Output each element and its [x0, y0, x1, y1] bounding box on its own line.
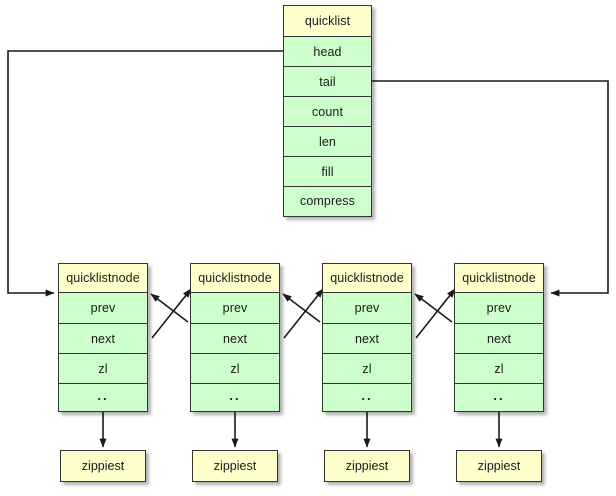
quicklistnode-2-field-next: next [191, 323, 279, 353]
edge-prev-4-3 [414, 293, 453, 323]
quicklistnode-1-field-prev: prev [59, 292, 147, 323]
quicklistnode-2-field-next-label: next [222, 331, 248, 346]
quicklistnode-3-field-prev-label: prev [354, 301, 380, 315]
zippiest-box-4: zippiest [456, 450, 542, 482]
edge-tail-pointer [372, 80, 609, 297]
quicklistnode-2-field-zl: zl [191, 353, 279, 383]
quicklistnode-2-field-prev-label: prev [222, 301, 248, 315]
edge-head-pointer [7, 50, 283, 297]
quicklistnode-3-field-next-label: next [354, 331, 380, 346]
quicklist-field-count: count [284, 96, 371, 126]
quicklist-field-tail: tail [284, 66, 371, 96]
quicklistnode-4-field-zl: zl [455, 353, 543, 383]
quicklist-field-head: head [284, 36, 371, 66]
quicklistnode-1-header: quicklistnode [59, 264, 147, 292]
quicklist-field-len: len [284, 126, 371, 156]
quicklistnode-2-header-label: quicklistnode [198, 271, 272, 285]
quicklistnode-2-field-prev: prev [191, 292, 279, 323]
quicklist-header: quicklist [284, 6, 371, 36]
quicklist-field-len-label: len [319, 134, 336, 149]
quicklist-field-fill-label: fill [321, 164, 334, 179]
quicklistnode-4-header-label: quicklistnode [462, 271, 536, 285]
quicklistnode-1-header-label: quicklistnode [66, 271, 140, 285]
quicklistnode-2-field-more: .. [191, 383, 279, 411]
quicklistnode-3-field-more-label: .. [361, 388, 373, 403]
quicklistnode-4-field-prev: prev [455, 292, 543, 323]
quicklistnode-1-field-prev-label: prev [90, 301, 116, 315]
quicklistnode-2: quicklistnode prev next zl .. [190, 263, 280, 412]
edge-next-3-4 [415, 288, 456, 339]
edge-prev-3-2 [282, 293, 321, 323]
quicklistnode-4-field-more-label: .. [493, 388, 505, 403]
quicklistnode-1-field-next: next [59, 323, 147, 353]
quicklistnode-1-field-zl: zl [59, 353, 147, 383]
zippiest-box-3: zippiest [324, 450, 410, 482]
quicklistnode-4-field-next: next [455, 323, 543, 353]
quicklistnode-1-field-more-label: .. [97, 388, 109, 403]
zippiest-box-1: zippiest [60, 450, 146, 482]
quicklistnode-1-field-next-label: next [90, 331, 116, 346]
quicklistnode-3-field-prev: prev [323, 292, 411, 323]
quicklist-field-compress-label: compress [300, 194, 355, 208]
quicklist-field-fill: fill [284, 156, 371, 186]
quicklist-field-head-label: head [313, 44, 342, 59]
edge-prev-2-1 [150, 293, 189, 323]
quicklist-struct: quicklist head tail count len fill compr… [283, 5, 372, 217]
quicklistnode-2-field-more-label: .. [229, 388, 241, 403]
edge-next-2-3 [283, 288, 324, 339]
quicklistnode-3: quicklistnode prev next zl .. [322, 263, 412, 412]
quicklist-header-label: quicklist [304, 14, 351, 28]
quicklistnode-3-header-label: quicklistnode [330, 271, 404, 285]
quicklistnode-1-field-zl-label: zl [98, 361, 108, 376]
quicklistnode-3-field-next: next [323, 323, 411, 353]
quicklistnode-4: quicklistnode prev next zl .. [454, 263, 544, 412]
zippiest-box-4-label: zippiest [477, 459, 521, 473]
quicklistnode-1-field-more: .. [59, 383, 147, 411]
zippiest-box-2: zippiest [192, 450, 278, 482]
quicklist-field-compress: compress [284, 186, 371, 215]
quicklistnode-3-field-more: .. [323, 383, 411, 411]
quicklistnode-4-header: quicklistnode [455, 264, 543, 292]
quicklistnode-3-field-zl: zl [323, 353, 411, 383]
zippiest-box-1-label: zippiest [81, 459, 125, 473]
zippiest-box-2-label: zippiest [213, 459, 257, 473]
quicklistnode-3-header: quicklistnode [323, 264, 411, 292]
quicklistnode-4-field-next-label: next [486, 331, 512, 346]
quicklist-field-count-label: count [311, 104, 344, 119]
quicklistnode-1: quicklistnode prev next zl .. [58, 263, 148, 412]
quicklistnode-2-field-zl-label: zl [230, 361, 240, 376]
quicklistnode-4-field-prev-label: prev [486, 301, 512, 315]
quicklist-field-tail-label: tail [319, 74, 336, 89]
zippiest-box-3-label: zippiest [345, 459, 389, 473]
quicklistnode-2-header: quicklistnode [191, 264, 279, 292]
quicklistnode-4-field-zl-label: zl [494, 361, 504, 376]
edge-next-1-2 [151, 288, 192, 339]
quicklistnode-4-field-more: .. [455, 383, 543, 411]
quicklistnode-3-field-zl-label: zl [362, 361, 372, 376]
